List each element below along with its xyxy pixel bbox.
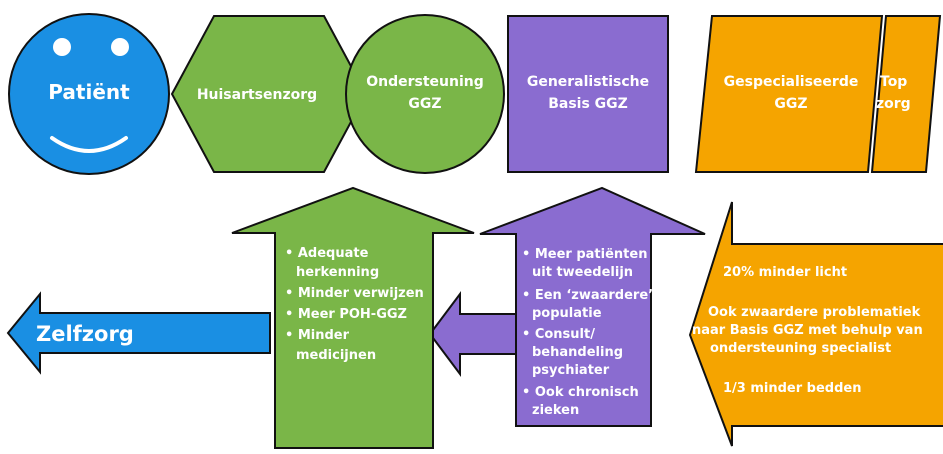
generalistische-label-line1: Generalistische (527, 74, 649, 90)
orange-text-block: 20% minder licht Ook zwaardere problemat… (692, 265, 923, 396)
orange-line: Ook zwaardere problematiek (708, 305, 921, 320)
orange-line: ondersteuning specialist (710, 341, 891, 356)
purple-bullet-line: psychiater (532, 363, 610, 378)
ondersteuning-label-line1: Ondersteuning (366, 74, 484, 90)
purple-bullet-list: • Meer patiënten uit tweedelijn • Een ‘z… (522, 247, 653, 418)
purple-bullet-line: populatie (532, 306, 602, 321)
green-bullet-line: medicijnen (296, 348, 376, 363)
gespecialiseerde-ggz-parallelogram (694, 15, 884, 173)
zelfzorg-arrow (6, 291, 271, 375)
gespecialiseerde-label-line1: Gespecialiseerde (724, 74, 859, 90)
topzorg-label-line1: Top (880, 74, 907, 90)
purple-bullet-line: uit tweedelijn (532, 265, 633, 280)
green-bullet-line: • Minder (285, 328, 350, 343)
huisartsenzorg-label: Huisartsenzorg (197, 87, 317, 103)
generalistische-label-line2: Basis GGZ (548, 96, 628, 112)
orange-line: 20% minder licht (723, 265, 847, 280)
zelfzorg-label: Zelfzorg (36, 322, 134, 346)
green-bullet-line: • Minder verwijzen (285, 286, 424, 301)
orange-line: naar Basis GGZ met behulp van (692, 323, 923, 338)
ondersteuning-label-line2: GGZ (408, 96, 441, 112)
purple-bullet-line: behandeling (532, 345, 623, 360)
generalistische-basis-ggz-box (507, 15, 669, 173)
topzorg-parallelogram (870, 15, 942, 173)
smiley-right-eye (111, 38, 129, 56)
ondersteuning-ggz-circle (345, 14, 505, 174)
purple-bullet-line: • Een ‘zwaardere’ (522, 288, 653, 303)
smiley-mouth (50, 136, 128, 153)
purple-up-arrow (479, 186, 706, 427)
green-bullet-list: • Adequate herkenning • Minder verwijzen… (285, 246, 424, 363)
green-bullet-line: herkenning (296, 265, 379, 280)
patient-smiley (8, 13, 170, 175)
purple-bullet-line: • Meer patiënten (522, 247, 647, 262)
purple-small-arrow (428, 291, 521, 377)
green-up-arrow (231, 186, 475, 449)
purple-bullet-line: • Consult/ (522, 327, 595, 342)
patient-label: Patiënt (48, 80, 130, 104)
green-bullet-line: • Meer POH-GGZ (285, 307, 407, 322)
gespecialiseerde-label-line2: GGZ (774, 96, 807, 112)
smiley-left-eye (53, 38, 71, 56)
orange-left-arrow (688, 201, 943, 447)
orange-line: 1/3 minder bedden (723, 381, 862, 396)
purple-bullet-line: zieken (532, 403, 579, 418)
green-bullet-line: • Adequate (285, 246, 369, 261)
topzorg-label-line2: zorg (876, 96, 911, 112)
purple-bullet-line: • Ook chronisch (522, 385, 639, 400)
